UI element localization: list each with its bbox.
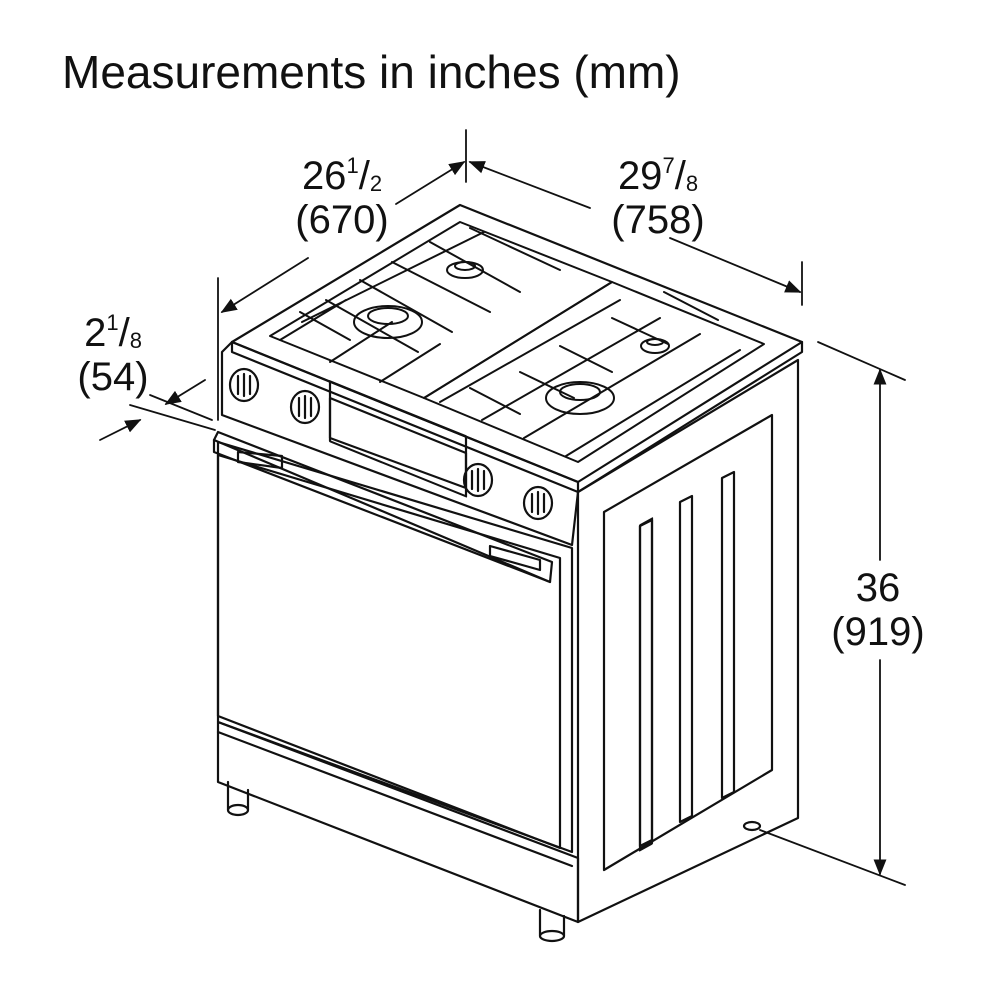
grate-bars-right — [439, 291, 741, 457]
height-mm: (919) — [831, 610, 925, 654]
height-dimension-label: 36 (919) — [818, 566, 938, 654]
oven-front — [216, 440, 574, 854]
oven-door-handle-icon[interactable] — [212, 430, 554, 584]
depth-arrow-right — [669, 237, 802, 293]
offset-extension-top — [129, 404, 216, 431]
offset-extension-bottom — [149, 394, 213, 421]
front-left-foot — [226, 803, 250, 817]
front-right-foot — [538, 929, 566, 943]
control-knob-icon[interactable] — [522, 485, 554, 521]
burner-grate-icon[interactable] — [446, 261, 484, 279]
side-vent-1 — [638, 517, 654, 852]
dimension-lines — [99, 129, 906, 886]
depth-inches: 297/8 — [617, 153, 699, 198]
depth-mm: (758) — [611, 198, 705, 242]
oven-door — [216, 453, 562, 850]
burner-grate-icon[interactable] — [545, 381, 615, 415]
rear-right-foot — [742, 820, 762, 832]
front-left-foot-stem — [226, 780, 250, 812]
height-extension-top — [817, 341, 906, 381]
storage-drawer — [216, 720, 580, 924]
control-panel — [220, 340, 580, 547]
cooktop-surface — [230, 203, 804, 484]
width-arrow-right — [395, 161, 466, 205]
control-knob-icon[interactable] — [462, 462, 494, 498]
drawer-lip — [216, 730, 574, 868]
width-inches: 261/2 — [301, 153, 383, 198]
range-body — [212, 203, 804, 943]
front-right-foot-stem — [538, 908, 566, 938]
width-mm: (670) — [295, 198, 389, 242]
burner-grates — [269, 221, 765, 463]
offset-inches: 21/8 — [84, 310, 142, 355]
side-panel-inset — [602, 413, 774, 872]
side-vent-slot-3 — [720, 470, 736, 800]
depth-dimension-label: 297/8 (758) — [598, 154, 718, 242]
front-offset-dimension-label: 21/8 (54) — [58, 311, 168, 399]
offset-arrow-bottom — [99, 419, 142, 441]
width-dimension-label: 261/2 (670) — [282, 154, 402, 242]
page-title: Measurements in inches (mm) — [62, 46, 681, 98]
burner-grate-icon[interactable] — [353, 305, 423, 339]
grate-right — [423, 281, 765, 463]
height-inches: 36 — [855, 566, 901, 610]
side-vent-slot-2 — [678, 494, 694, 824]
control-knob-icon[interactable] — [289, 389, 321, 425]
depth-arrow-left — [468, 161, 591, 209]
offset-arrow-top — [164, 379, 206, 405]
side-panel — [576, 358, 800, 924]
display-screen — [328, 396, 468, 490]
side-vent-slot-1 — [638, 518, 654, 848]
burner-grate-icon[interactable] — [640, 338, 670, 354]
control-knob-icon[interactable] — [228, 367, 260, 403]
width-arrow-left — [220, 257, 309, 313]
offset-mm: (54) — [77, 355, 149, 399]
height-extension-bottom — [759, 829, 906, 886]
